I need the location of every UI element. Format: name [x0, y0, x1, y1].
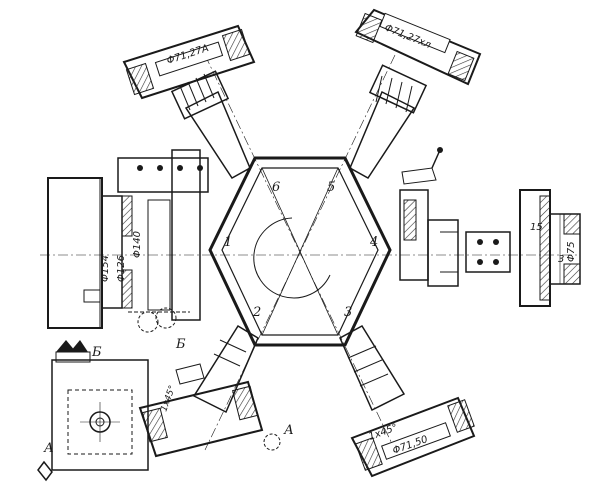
- dim-right-small: 3: [558, 254, 564, 265]
- marker-b-left: Б: [91, 345, 102, 360]
- cross-slide-tool-post: [37, 340, 149, 482]
- station-number-4: 4: [369, 235, 378, 250]
- marker-a-left: А: [43, 441, 54, 456]
- station-number-2: 2: [252, 305, 261, 320]
- dim-right-length: 15: [530, 222, 543, 233]
- chuck-fixture: [47, 149, 209, 333]
- tool-holder-lower-left: [138, 324, 264, 458]
- station-number-1: 1: [224, 235, 232, 250]
- tool-holder-upper-left: [122, 24, 256, 179]
- tool-holder-lower-right: [339, 325, 476, 478]
- station-number-3: 3: [344, 305, 352, 320]
- marker-b-mid: Б: [175, 337, 186, 352]
- dim-chuck-d1: Φ154: [100, 255, 111, 282]
- centerlines: [40, 54, 580, 451]
- rotation-arc: [253, 217, 331, 299]
- dim-chuck-d2: Φ126: [116, 255, 127, 282]
- side-cutter-unit: [399, 147, 511, 287]
- tool-holder-upper-right: [349, 8, 482, 179]
- marker-a-circle: [263, 433, 281, 451]
- station-number-5: 5: [327, 180, 335, 195]
- turret-head: [208, 156, 392, 347]
- station-number-6: 6: [272, 180, 280, 195]
- marker-a-right: А: [283, 423, 294, 438]
- dim-chuck-d3: Φ140: [132, 231, 143, 258]
- dim-right-diameter: Φ75: [566, 241, 577, 262]
- workpiece-right: [519, 189, 581, 307]
